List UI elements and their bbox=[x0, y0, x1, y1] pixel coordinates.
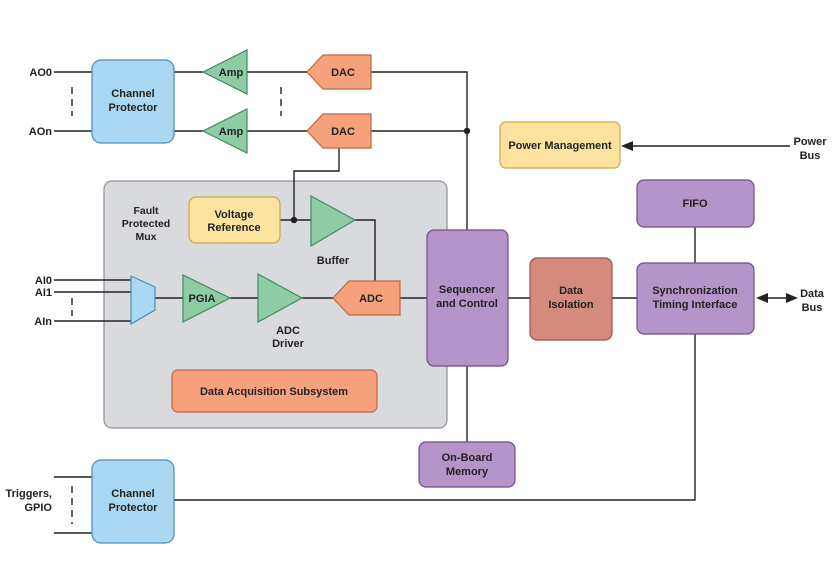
amp-n-label: Amp bbox=[219, 126, 244, 138]
reference-line-2: Reference bbox=[207, 222, 260, 234]
data-acquisition-subsystem-block bbox=[171, 369, 378, 413]
memory-line-2: Memory bbox=[446, 466, 489, 478]
power-management-label: Power Management bbox=[508, 140, 612, 152]
aon-label: AOn bbox=[29, 126, 53, 138]
adc-driver-amp bbox=[257, 272, 304, 324]
pgia-label: PGIA bbox=[189, 293, 216, 305]
output-protector-line-2: Protector bbox=[109, 102, 159, 114]
buffer-amp bbox=[310, 194, 357, 248]
mux-title-line-2: Protected bbox=[122, 218, 170, 230]
adc-label: ADC bbox=[359, 293, 383, 305]
mux-title-line-1: Fault bbox=[133, 205, 159, 217]
power-bus-line-1: Power bbox=[793, 136, 827, 148]
on-board-memory-block bbox=[418, 441, 516, 488]
mux-title-line-3: Mux bbox=[136, 231, 157, 243]
power-bus-line-2: Bus bbox=[800, 150, 821, 162]
dac-n-label: DAC bbox=[331, 126, 355, 138]
sync-line-1: Synchronization bbox=[652, 285, 738, 297]
junction-dot bbox=[290, 216, 298, 224]
isolation-line-2: Isolation bbox=[548, 299, 594, 311]
triggers-channel-protector bbox=[91, 459, 175, 544]
fifo-block bbox=[636, 179, 755, 228]
continuation-marks bbox=[71, 87, 282, 524]
amp-0-label: Amp bbox=[219, 67, 244, 79]
dac-0 bbox=[306, 54, 372, 90]
output-channel-protector bbox=[91, 59, 175, 144]
adc-driver-line-1: ADC bbox=[276, 325, 300, 337]
isolation-line-1: Data bbox=[559, 285, 584, 297]
memory-line-1: On-Board bbox=[442, 452, 493, 464]
sync-timing-block bbox=[636, 262, 755, 335]
dac-n bbox=[306, 113, 372, 149]
buffer-label: Buffer bbox=[317, 255, 350, 267]
fifo-label: FIFO bbox=[682, 198, 707, 210]
sync-line-2: Timing Interface bbox=[653, 299, 738, 311]
voltage-reference-block bbox=[188, 196, 281, 244]
triggers-protector-line-2: Protector bbox=[109, 502, 159, 514]
ai1-label: AI1 bbox=[35, 287, 52, 299]
power-management-block bbox=[499, 121, 621, 169]
ao0-label: AO0 bbox=[29, 67, 52, 79]
sequencer-line-2: and Control bbox=[436, 298, 498, 310]
amp-n bbox=[201, 108, 248, 154]
pgia-amp bbox=[182, 274, 232, 323]
data-isolation-block bbox=[529, 257, 613, 341]
ain-label: AIn bbox=[34, 316, 52, 328]
triggers-protector-line-1: Channel bbox=[111, 488, 154, 500]
adc-block bbox=[332, 280, 401, 316]
junction-dot bbox=[463, 127, 471, 135]
data-bus-arrow bbox=[756, 293, 798, 303]
sequencer-control-block bbox=[426, 229, 509, 367]
power-bus-arrow bbox=[621, 141, 790, 151]
triggers-label-line-2: GPIO bbox=[24, 502, 52, 514]
data-bus-line-2: Bus bbox=[802, 302, 823, 314]
reference-line-1: Voltage bbox=[215, 209, 254, 221]
data-bus-line-1: Data bbox=[800, 288, 825, 300]
ai0-label: AI0 bbox=[35, 275, 52, 287]
subsystem-label: Data Acquisition Subsystem bbox=[200, 386, 348, 398]
adc-driver-line-2: Driver bbox=[272, 338, 305, 350]
output-protector-line-1: Channel bbox=[111, 88, 154, 100]
sequencer-line-1: Sequencer bbox=[439, 284, 496, 296]
mux-shape bbox=[130, 275, 156, 326]
triggers-label-line-1: Triggers, bbox=[6, 488, 52, 500]
dac-0-label: DAC bbox=[331, 67, 355, 79]
amp-0 bbox=[201, 49, 248, 95]
